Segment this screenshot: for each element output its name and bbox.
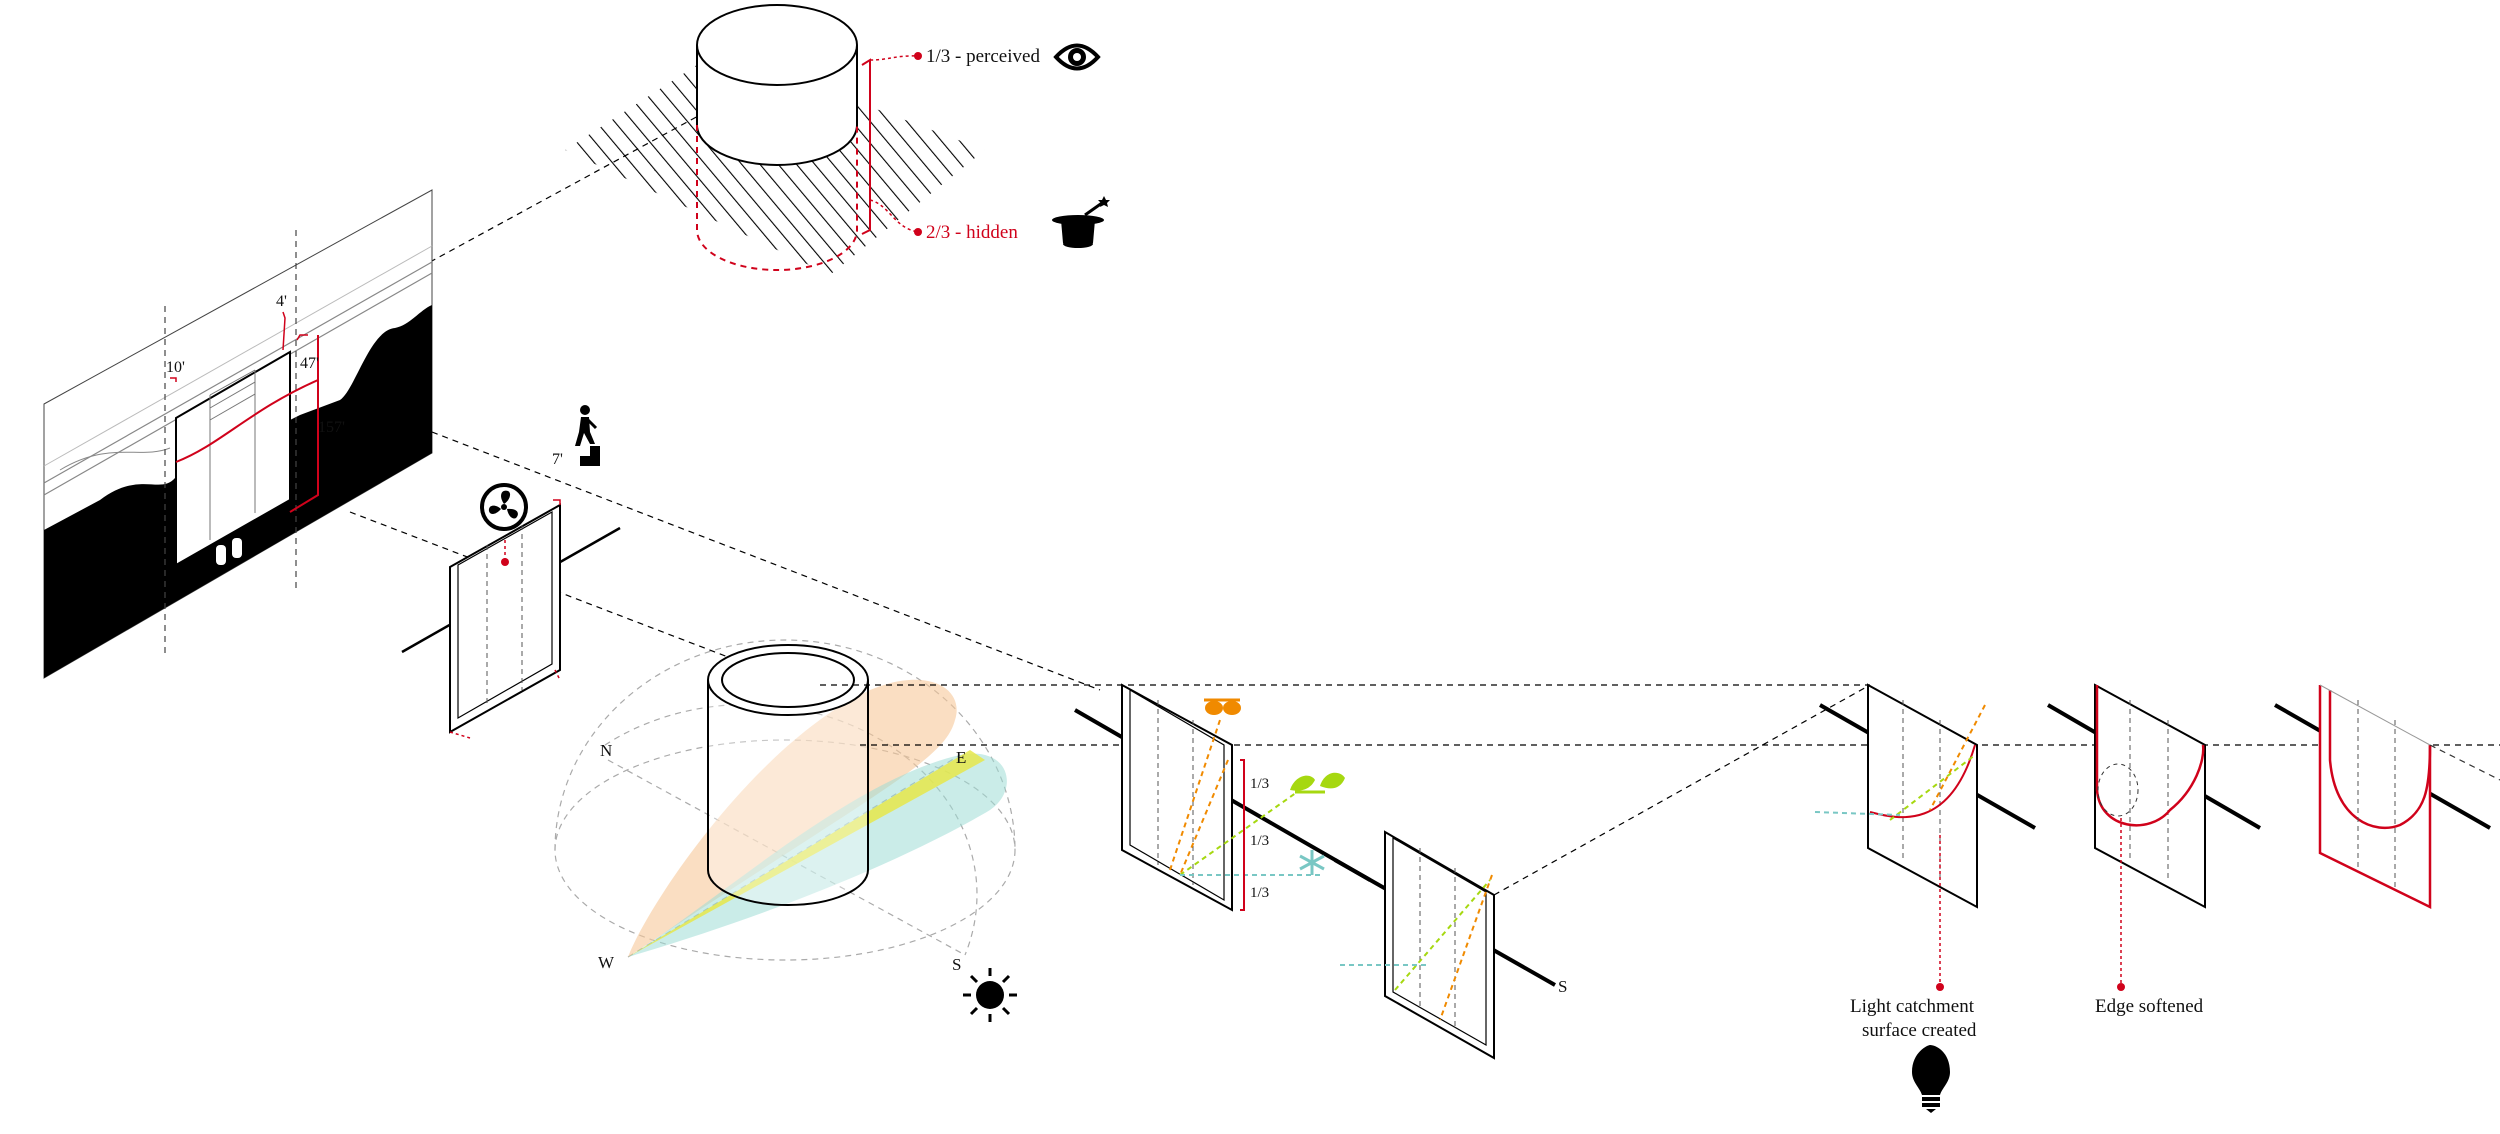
eye-icon bbox=[1053, 43, 1101, 71]
third-upper: 1/3 bbox=[1250, 776, 1269, 792]
dim-157ft: 157' bbox=[318, 419, 345, 436]
perceived-label: 1/3 - perceived bbox=[926, 46, 1040, 67]
dim-47ft: 47' bbox=[300, 355, 319, 372]
sunglasses-icon bbox=[1204, 698, 1241, 715]
compass-west: W bbox=[598, 953, 615, 972]
dim-10ft: 10' bbox=[166, 359, 185, 376]
edge-softened-label: Edge softened bbox=[2095, 996, 2204, 1017]
snowflake-icon bbox=[1299, 850, 1325, 875]
magic-hat-icon bbox=[1052, 196, 1110, 248]
connector-line bbox=[431, 431, 1101, 691]
dim-4ft: 4' bbox=[276, 293, 287, 310]
top-cylinder bbox=[696, 4, 858, 271]
climber-stairs-icon bbox=[568, 405, 600, 466]
u-section-e bbox=[2274, 684, 2500, 910]
fan-icon bbox=[480, 483, 528, 531]
compass-east: E bbox=[956, 748, 966, 767]
terrain-section-panel bbox=[43, 189, 433, 679]
light-catchment-label-line1: Light catchment bbox=[1850, 996, 1975, 1017]
leaves-icon bbox=[1290, 772, 1345, 794]
connector-line bbox=[429, 114, 701, 263]
u-section-c bbox=[1814, 683, 2036, 991]
compass-north: N bbox=[600, 741, 612, 760]
hidden-label: 2/3 - hidden bbox=[926, 222, 1018, 243]
u-section-d bbox=[2046, 683, 2262, 991]
sun-path-diagram bbox=[554, 639, 1016, 961]
sun-icon bbox=[963, 968, 1017, 1022]
u-section-a bbox=[1074, 683, 1371, 912]
lightbulb-icon bbox=[1912, 1045, 1950, 1113]
third-lower: 1/3 bbox=[1250, 885, 1269, 901]
third-middle: 1/3 bbox=[1250, 833, 1269, 849]
perceived-hidden-brackets bbox=[861, 52, 922, 236]
section-south-label: S bbox=[1558, 977, 1567, 996]
dim-7ft: 7' bbox=[552, 451, 563, 468]
compass-south: S bbox=[952, 955, 961, 974]
u-section-b bbox=[1334, 830, 1556, 1060]
connector-line bbox=[1493, 684, 1871, 896]
u-section-small bbox=[401, 499, 621, 739]
light-catchment-label-line2: surface created bbox=[1862, 1020, 1977, 1041]
